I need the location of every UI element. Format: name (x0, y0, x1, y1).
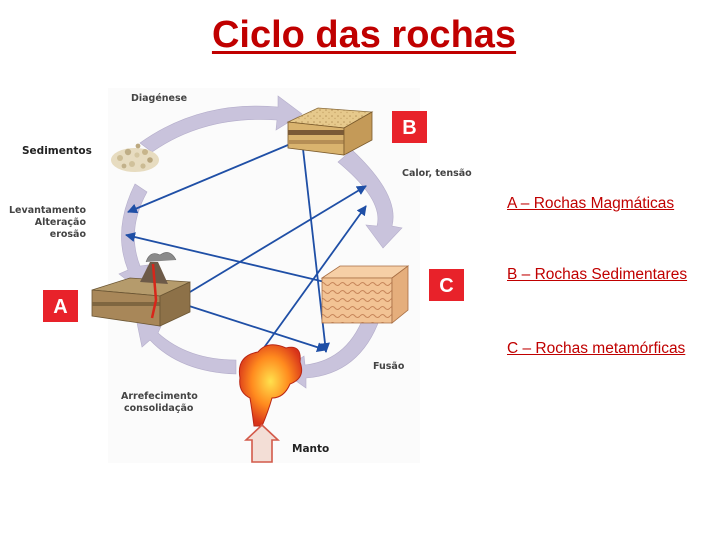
svg-text:B: B (402, 117, 416, 139)
metamorphic-rock-block (320, 265, 410, 324)
mantle-arrow-icon (243, 423, 281, 463)
legend-item-b: B – Rochas Sedimentares (507, 266, 688, 283)
igneous-rock-block (91, 252, 191, 327)
label-sedimentos: Sedimentos (22, 145, 92, 157)
page-title: Ciclo das rochas (211, 14, 517, 56)
badge-a: A (43, 290, 78, 322)
arrow-a-to-magma (185, 304, 327, 353)
svg-text:A: A (53, 296, 67, 318)
legend-item-c: C – Rochas metamórficas (507, 340, 686, 357)
arrow-magma-to-c (257, 205, 367, 357)
label-diagenese: Diagénese (131, 93, 187, 104)
badge-b: B (392, 111, 427, 143)
arrow-b-to-left (127, 139, 301, 214)
svg-text:C: C (439, 275, 453, 297)
label-fusao: Fusão (373, 361, 405, 372)
sediment-pile (111, 143, 159, 172)
legend-item-a: A – Rochas Magmáticas (507, 195, 675, 212)
label-calor-tensao: Calor, tensão (402, 168, 472, 179)
label-arrefecimento: Arrefecimento (121, 391, 198, 402)
arrow-c-to-left (125, 232, 326, 283)
label-levantamento: Levantamento (9, 205, 86, 216)
arrow-a-to-b-side (179, 185, 367, 299)
cycle-arrow-right (337, 149, 403, 249)
magma-chamber (238, 344, 303, 427)
label-consolidacao: consolidação (124, 403, 194, 414)
badge-c: C (429, 269, 464, 301)
sedimentary-rock-block (286, 107, 374, 156)
label-erosao: erosão (50, 229, 87, 240)
label-manto: Manto (292, 443, 329, 455)
cycle-arrow-top (139, 95, 303, 153)
label-alteracao: Alteração (35, 217, 87, 228)
